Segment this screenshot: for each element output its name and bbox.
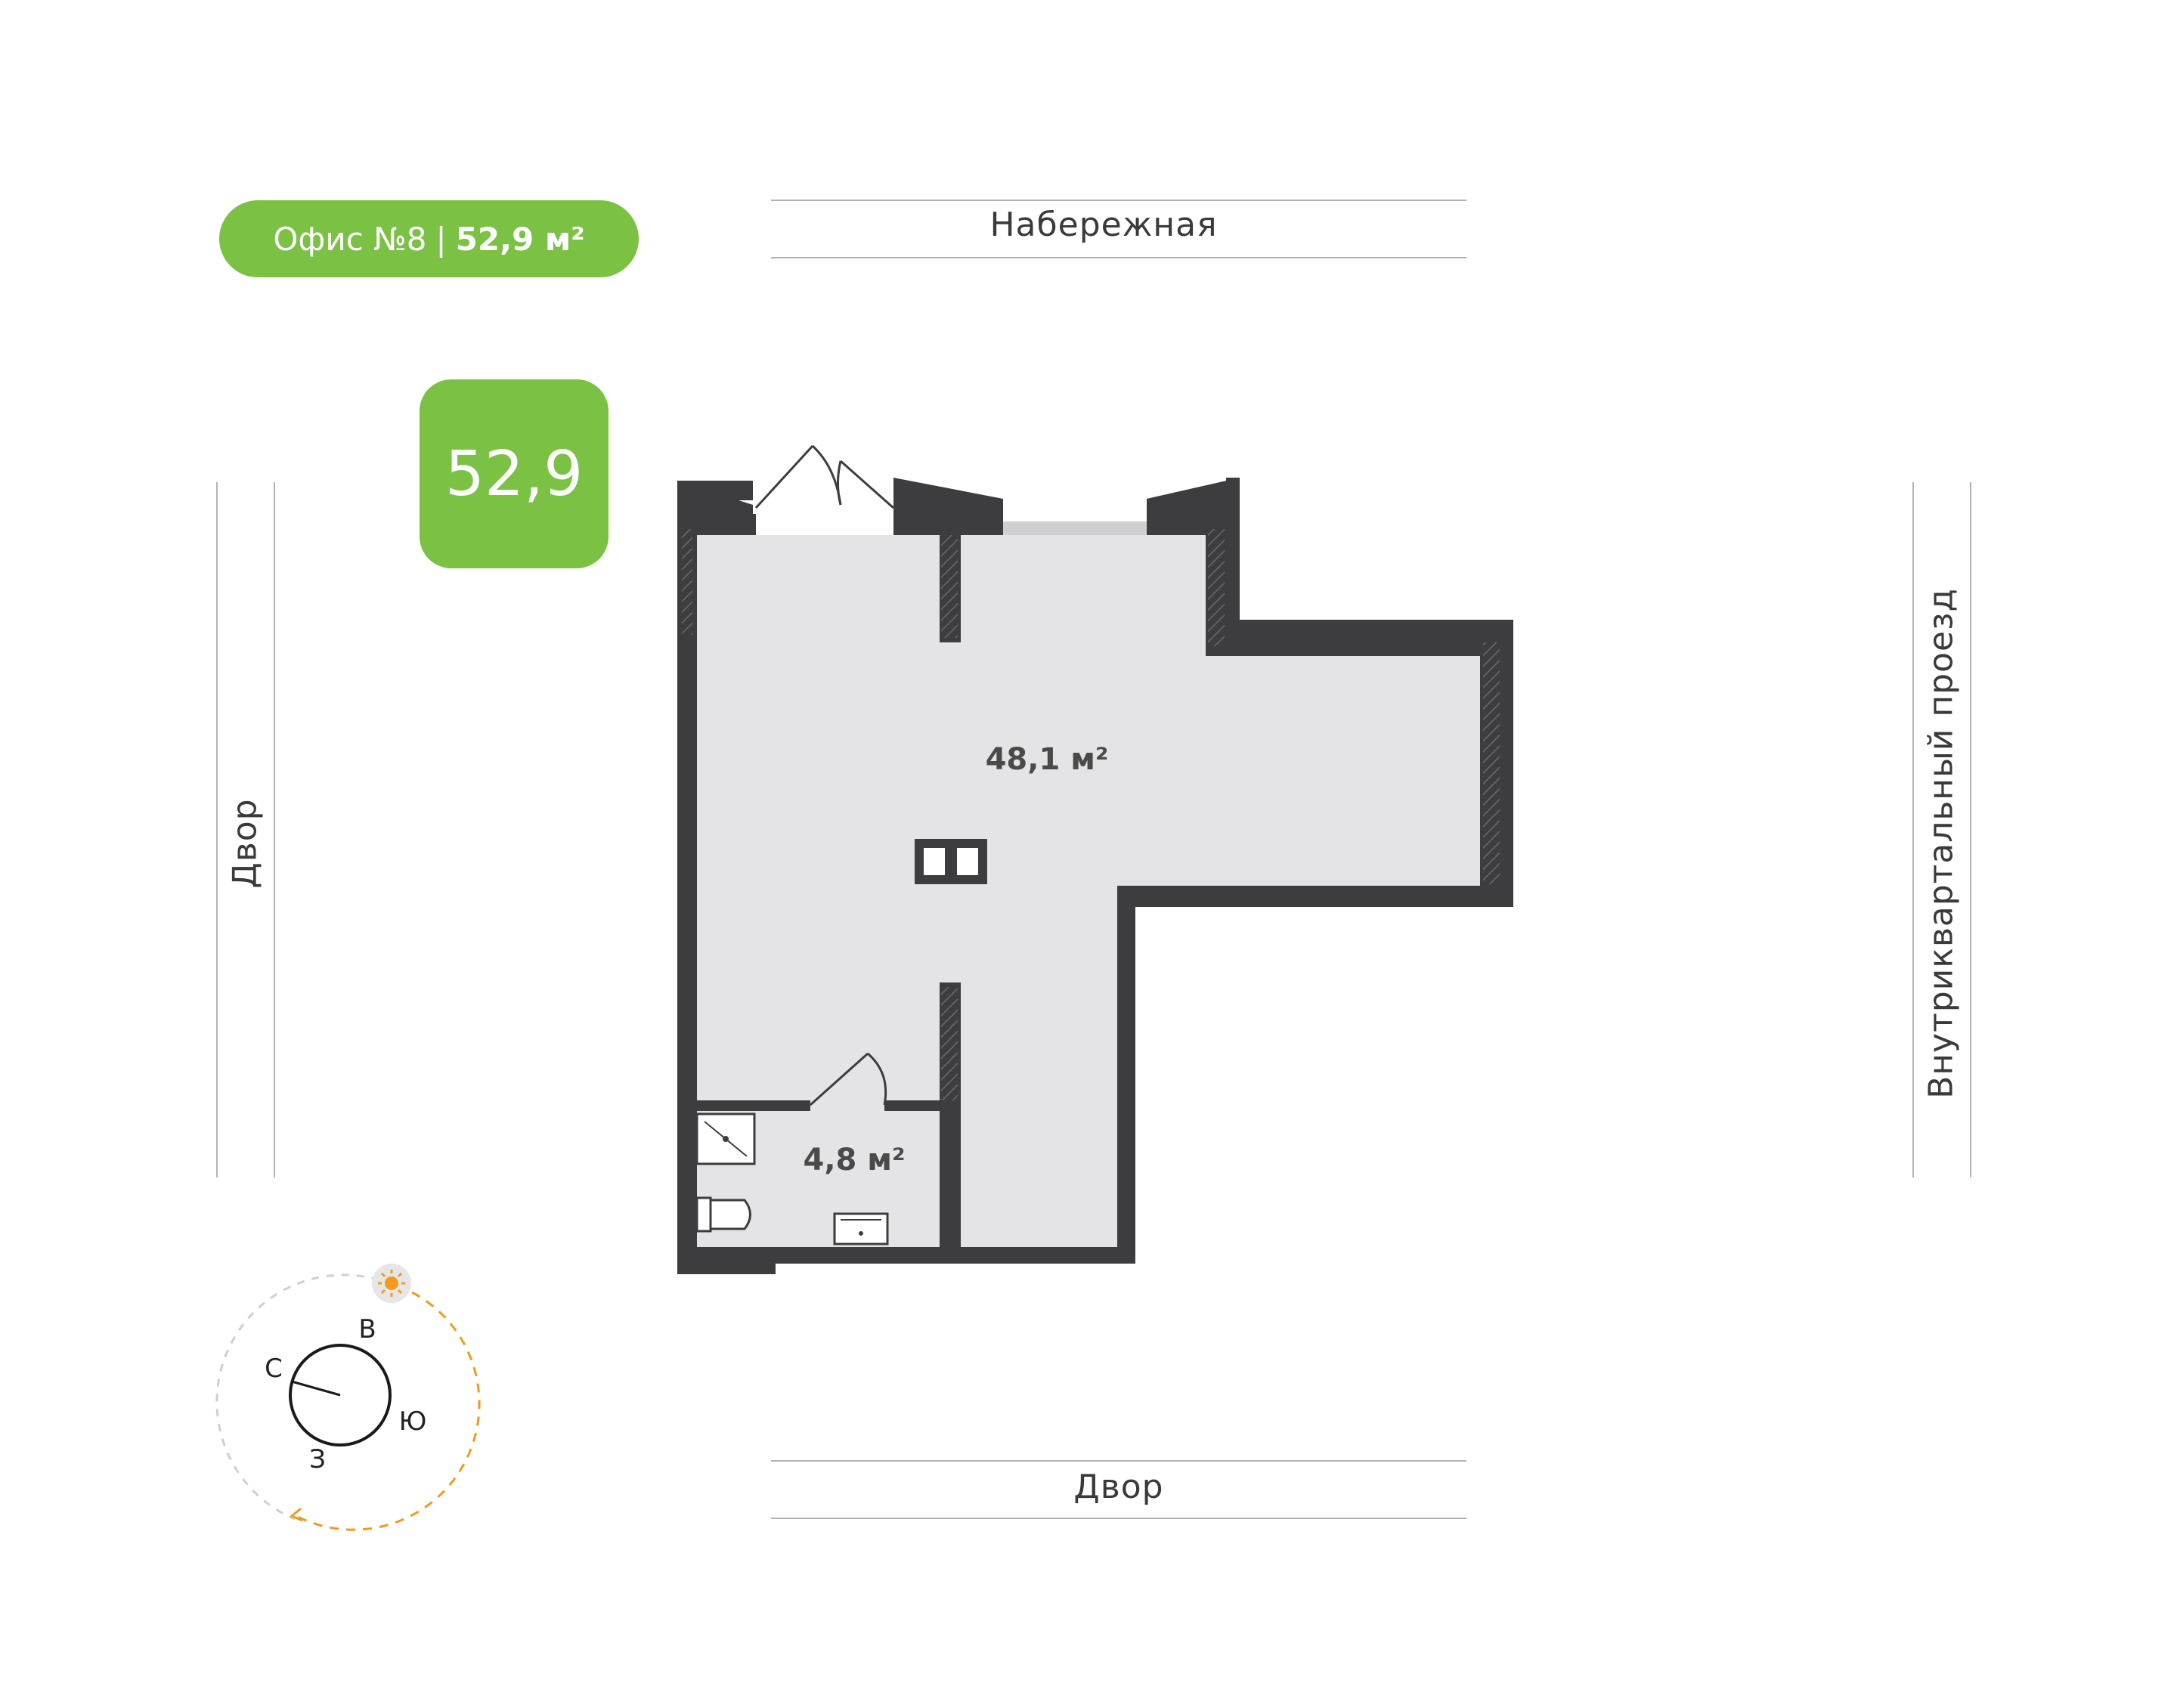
column-cell-right	[957, 848, 978, 875]
compass-south: Ю	[399, 1406, 427, 1437]
wall-hatch-partition-top	[941, 535, 958, 638]
street-line-right-2	[1970, 482, 1971, 1177]
floor-main	[697, 535, 1480, 1247]
street-line-bottom-1	[771, 1460, 1466, 1462]
entrance-door	[754, 444, 894, 535]
compass-east: В	[358, 1314, 376, 1344]
toilet-icon	[695, 1196, 751, 1233]
sun-icon	[372, 1264, 411, 1303]
office-area-label: 52,9 м²	[455, 220, 585, 258]
compass-west: З	[309, 1444, 326, 1474]
street-line-left-2	[274, 482, 275, 1177]
street-line-top-2	[771, 257, 1466, 258]
bathroom-door	[809, 1052, 887, 1106]
main-room-area: 48,1 м²	[986, 742, 1109, 777]
wall-hatch-partition-bottom	[941, 987, 958, 1100]
total-area-value: 52,9	[444, 438, 584, 510]
walls	[677, 478, 1513, 1274]
compass: С В Ю З	[215, 1273, 481, 1531]
street-line-bottom-2	[771, 1518, 1466, 1519]
column-cell-left	[924, 848, 945, 875]
office-title-pill: Офис №8 | 52,9 м²	[219, 200, 639, 277]
office-number-label: Офис №8	[273, 220, 427, 258]
compass-north: С	[265, 1354, 283, 1384]
wall-hatch-right-upper	[1208, 529, 1225, 646]
street-line-left-1	[216, 482, 218, 1177]
wall-hatch-left	[682, 529, 692, 635]
wall-hatch-right-wing	[1483, 642, 1500, 884]
street-label-top: Набережная	[989, 206, 1218, 244]
street-line-right-1	[1912, 482, 1914, 1177]
sink-icon	[833, 1212, 889, 1245]
title-separator: |	[435, 220, 447, 258]
total-area-badge: 52,9	[420, 379, 609, 568]
bathroom-area: 4,8 м²	[804, 1143, 906, 1177]
shower-icon	[695, 1112, 756, 1165]
street-label-bottom: Двор	[1073, 1468, 1164, 1506]
street-line-top-1	[771, 200, 1466, 201]
